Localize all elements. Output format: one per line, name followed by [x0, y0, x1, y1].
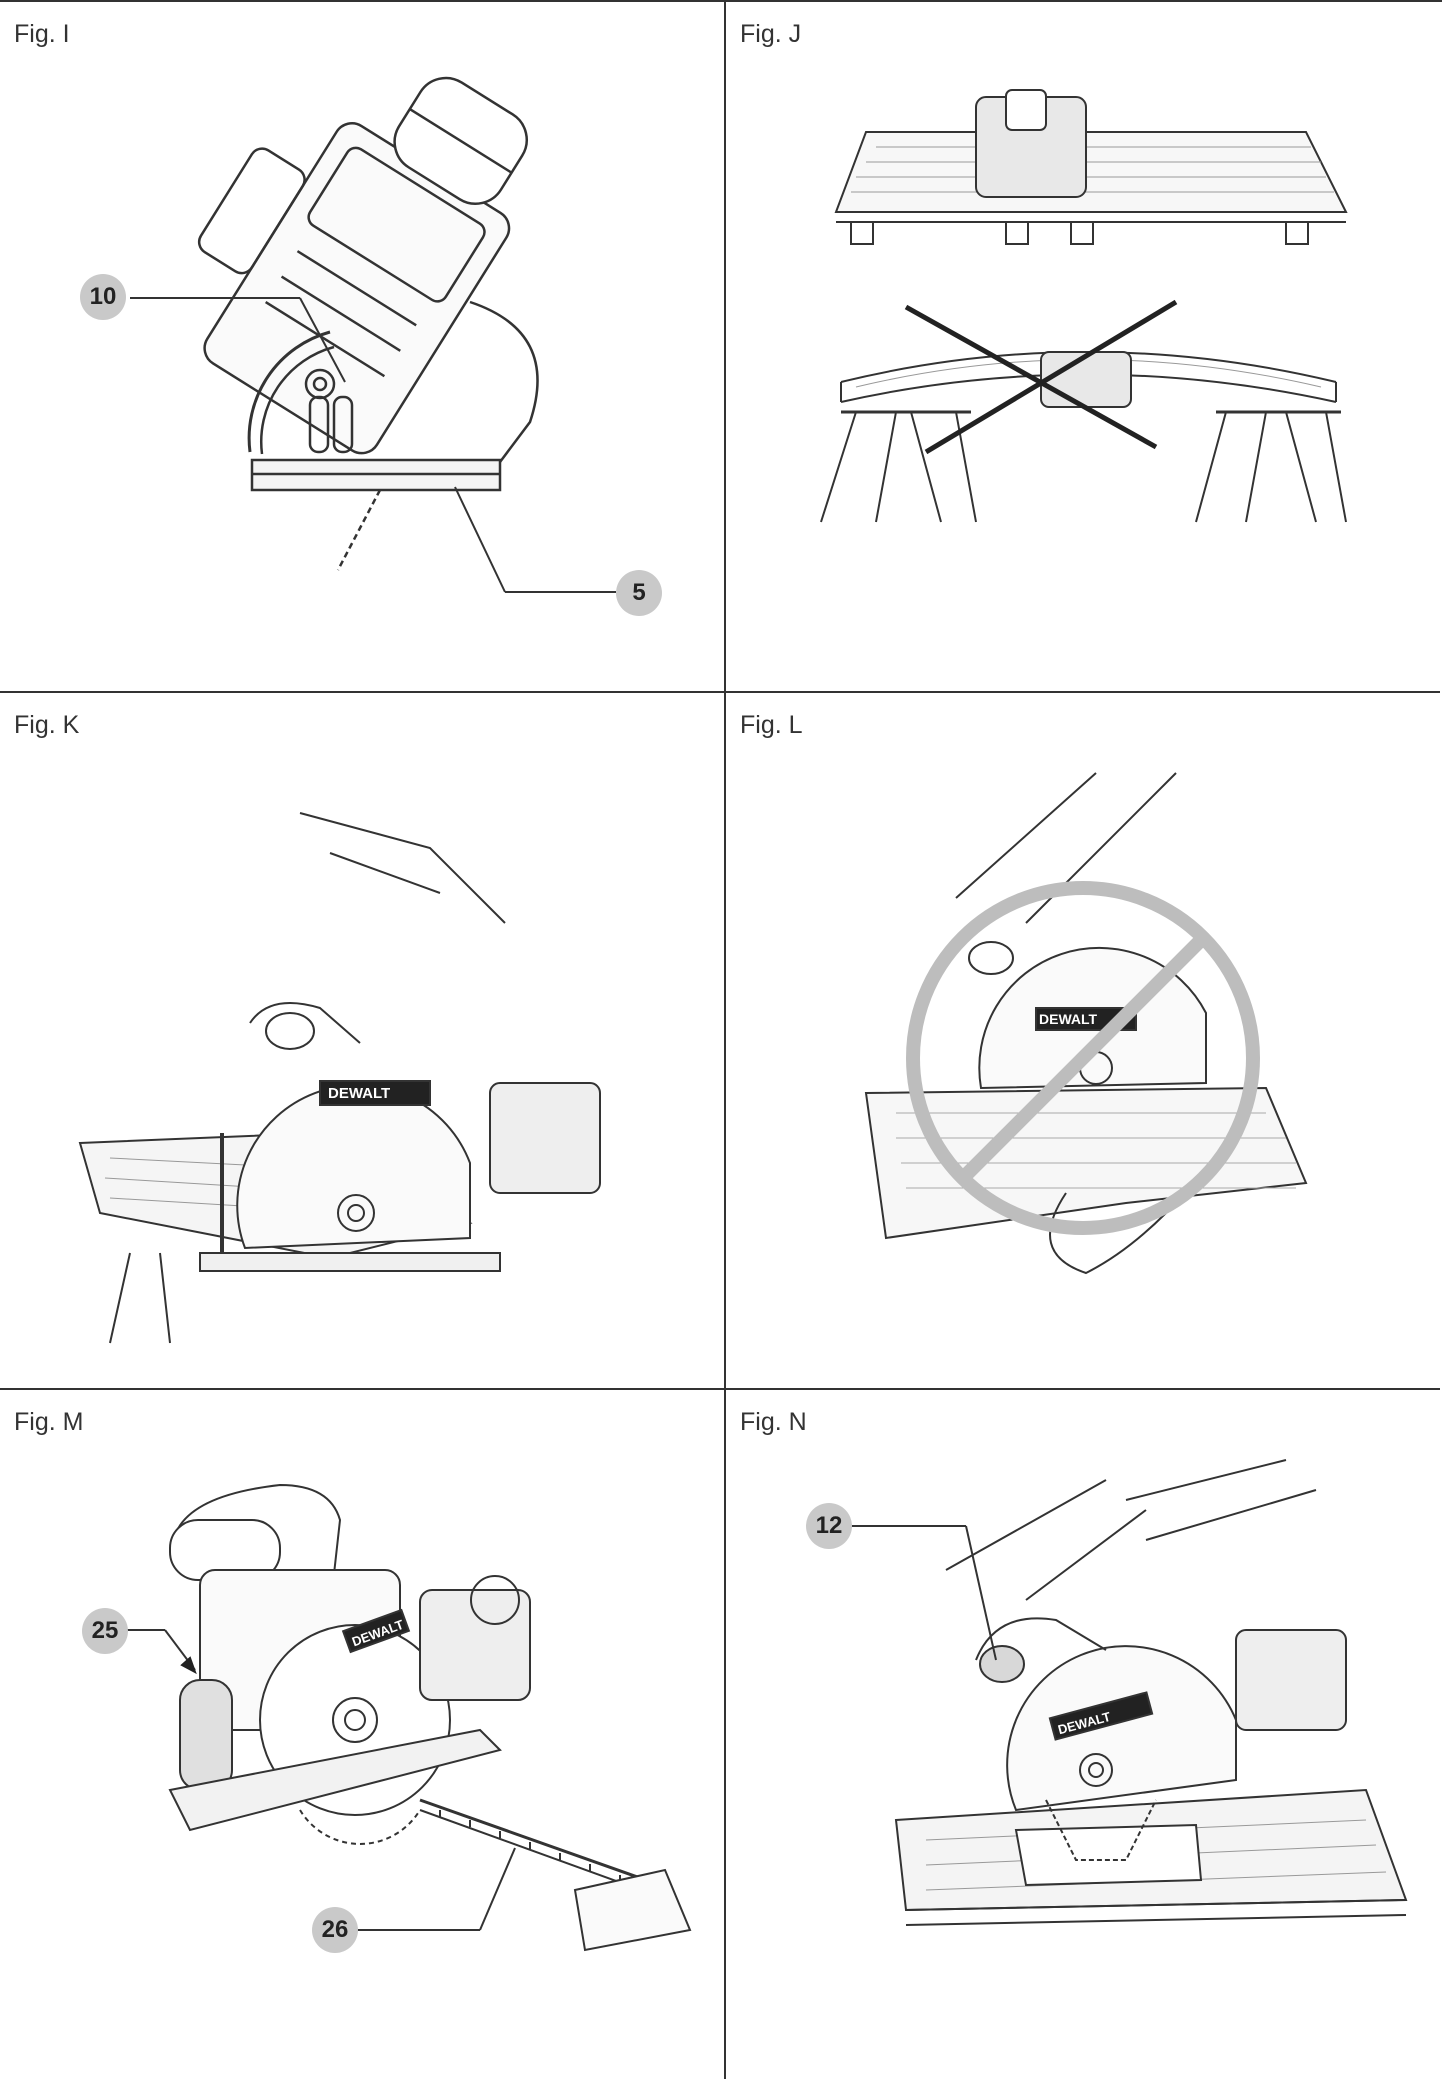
prohibited-sign-icon	[906, 881, 1260, 1235]
callout-5: 5	[616, 570, 662, 616]
brand-logo-l: DEWALT	[1039, 1011, 1098, 1027]
figure-j-panel: Fig. J	[726, 2, 1442, 691]
row-divider-2	[0, 1388, 1440, 1390]
circular-saw-bevel-illustration	[130, 76, 616, 593]
saw-with-rip-fence-illustration: DEWALT	[120, 1483, 692, 1952]
figure-m-panel: Fig. M	[0, 1390, 724, 2079]
saw-cutting-board-illustration: DEWALT	[78, 812, 601, 1344]
figure-n-label: Fig. N	[740, 1408, 807, 1436]
figure-l-panel: Fig. L DEWALT	[726, 693, 1442, 1388]
callout-25: 25	[82, 1608, 128, 1654]
figure-m-label: Fig. M	[14, 1408, 84, 1436]
board-supported-illustration	[820, 89, 1348, 523]
callout-26: 26	[312, 1907, 358, 1953]
figure-j-label: Fig. J	[740, 20, 802, 48]
callout-12: 12	[806, 1503, 852, 1549]
brand-logo-k: DEWALT	[328, 1085, 390, 1102]
figure-k-label: Fig. K	[14, 711, 80, 739]
vertical-divider	[724, 0, 726, 2079]
row-divider-1	[0, 691, 1440, 693]
figure-i-panel: Fig. I	[0, 2, 724, 691]
callout-10: 10	[80, 274, 126, 320]
figure-n-panel: Fig. N	[726, 1390, 1442, 2079]
figure-i-label: Fig. I	[14, 20, 70, 48]
figure-l-label: Fig. L	[740, 711, 803, 739]
wrong-hand-position-illustration: DEWALT	[864, 772, 1308, 1275]
figure-k-panel: Fig. K DEWALT	[0, 693, 724, 1388]
top-rule	[0, 0, 1442, 2]
board-sagging-crossed-out-illustration	[726, 2, 727, 3]
saw-plunge-cut-illustration: DEWALT	[850, 1459, 1408, 1926]
